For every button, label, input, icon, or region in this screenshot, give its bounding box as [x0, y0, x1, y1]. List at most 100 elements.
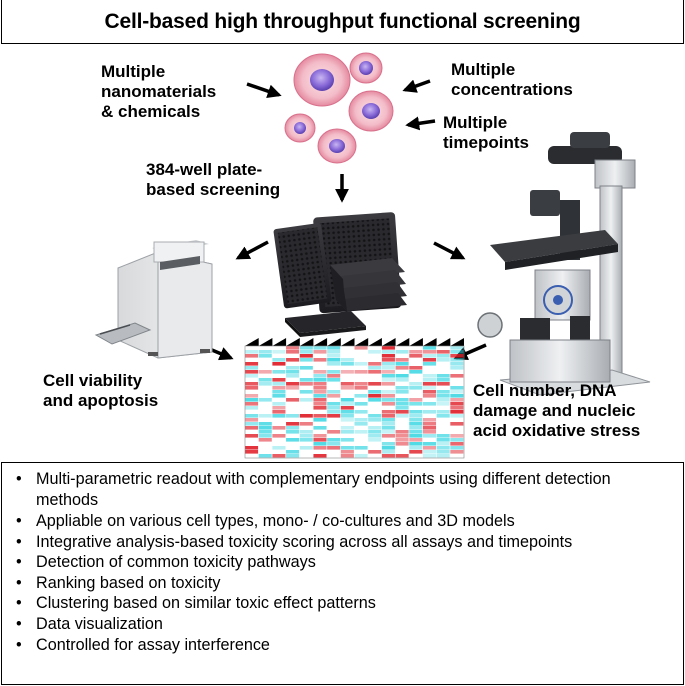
heatmap-cell	[436, 426, 450, 430]
heatmap-cell	[258, 438, 272, 442]
heatmap-cell	[450, 390, 464, 394]
heatmap-cell	[245, 394, 259, 398]
heatmap-cell	[368, 382, 382, 386]
heatmap-cell	[354, 394, 368, 398]
heatmap-cell	[327, 390, 341, 394]
heatmap-cell	[258, 378, 272, 382]
heatmap-cell	[286, 410, 300, 414]
heatmap-header-tick	[450, 338, 464, 346]
heatmap-cell	[422, 430, 437, 434]
heatmap-cell	[299, 406, 313, 410]
heatmap-cell	[354, 430, 368, 434]
heatmap-cell	[258, 350, 272, 354]
heatmap-cell	[272, 446, 286, 450]
heatmap-cell	[313, 418, 327, 422]
heatmap-cell	[258, 366, 272, 370]
diagram-title: Cell-based high throughput functional sc…	[104, 9, 581, 33]
heatmap-cell	[299, 398, 313, 402]
heatmap-cell	[422, 418, 437, 422]
heatmap-cell	[258, 450, 272, 454]
heatmap-cell	[368, 398, 382, 402]
heatmap-cell	[450, 394, 464, 398]
heatmap-cell	[450, 410, 464, 414]
heatmap-cell	[436, 350, 450, 354]
heatmap-cell	[299, 366, 313, 370]
heatmap-cell	[436, 450, 450, 454]
cell-cluster-icon	[284, 52, 394, 164]
heatmap-cell	[409, 446, 423, 450]
heatmap-cell	[272, 350, 286, 354]
heatmap-cell	[381, 414, 395, 418]
heatmap-cell	[422, 370, 437, 374]
heatmap-cell	[286, 378, 300, 382]
heatmap-cell	[313, 398, 327, 402]
heatmap-cell	[354, 414, 368, 418]
heatmap-cell	[327, 370, 341, 374]
heatmap-cell	[354, 446, 368, 450]
heatmap-cell	[436, 374, 450, 378]
heatmap-cell	[286, 402, 300, 406]
heatmap-cell	[354, 366, 368, 370]
heatmap-cell	[409, 382, 423, 386]
heatmap-cell	[422, 442, 437, 446]
heatmap-cell	[354, 434, 368, 438]
heatmap-cell	[340, 378, 354, 382]
arrow-to-microscope	[433, 241, 466, 260]
heatmap-cell	[299, 354, 313, 358]
heatmap-cell	[313, 394, 327, 398]
heatmap-cell	[422, 386, 437, 390]
heatmap-cell	[422, 366, 437, 370]
heatmap-header-tick	[340, 338, 355, 346]
heatmap-cell	[313, 442, 327, 446]
heatmap-cell	[381, 422, 395, 426]
heatmap-cell	[327, 374, 341, 378]
heatmap-cell	[354, 350, 368, 354]
heatmap-cell	[258, 434, 272, 438]
heatmap-cell	[409, 442, 423, 446]
heatmap-cell	[409, 390, 423, 394]
heatmap-cell	[313, 434, 327, 438]
heatmap-cell	[245, 438, 259, 442]
heatmap-cell	[422, 414, 437, 418]
heatmap-cell	[272, 394, 286, 398]
heatmap-cell	[395, 402, 409, 406]
heatmap-cell	[436, 382, 450, 386]
heatmap-cell	[286, 422, 300, 426]
heatmap-cell	[340, 442, 354, 446]
heatmap-cell	[313, 374, 327, 378]
heatmap-cell	[395, 434, 409, 438]
heatmap-cell	[272, 382, 286, 386]
heatmap-cell	[395, 390, 409, 394]
heatmap-cell	[299, 358, 313, 362]
heatmap-cell	[245, 454, 259, 458]
heatmap-cell	[422, 346, 437, 350]
heatmap-cell	[286, 450, 300, 454]
label-nanomaterials: Multiple nanomaterials & chemicals	[101, 62, 217, 121]
heatmap-header-tick	[245, 338, 259, 346]
heatmap-cell	[286, 354, 300, 358]
heatmap-header-tick	[354, 338, 369, 346]
heatmap-cell	[395, 394, 409, 398]
heatmap-cell	[286, 370, 300, 374]
heatmap-cell	[258, 346, 272, 350]
heatmap-icon	[244, 338, 465, 459]
arrow-to-reader	[235, 240, 269, 260]
heatmap-cell	[354, 450, 368, 454]
heatmap-cell	[436, 386, 450, 390]
heatmap-cell	[395, 450, 409, 454]
heatmap-cell	[258, 454, 272, 458]
heatmap-cell	[436, 446, 450, 450]
heatmap-cell	[258, 362, 272, 366]
heatmap-cell	[245, 382, 259, 386]
heatmap-cell	[272, 442, 286, 446]
label-screening: 384-well plate- based screening	[146, 160, 281, 199]
heatmap-cell	[450, 402, 464, 406]
heatmap-cell	[286, 394, 300, 398]
heatmap-cell	[450, 346, 464, 350]
heatmap-cell	[450, 438, 464, 442]
heatmap-cell	[327, 398, 341, 402]
heatmap-cell	[327, 346, 341, 350]
heatmap-cell	[258, 418, 272, 422]
heatmap-cell	[286, 406, 300, 410]
heatmap-cell	[381, 442, 395, 446]
